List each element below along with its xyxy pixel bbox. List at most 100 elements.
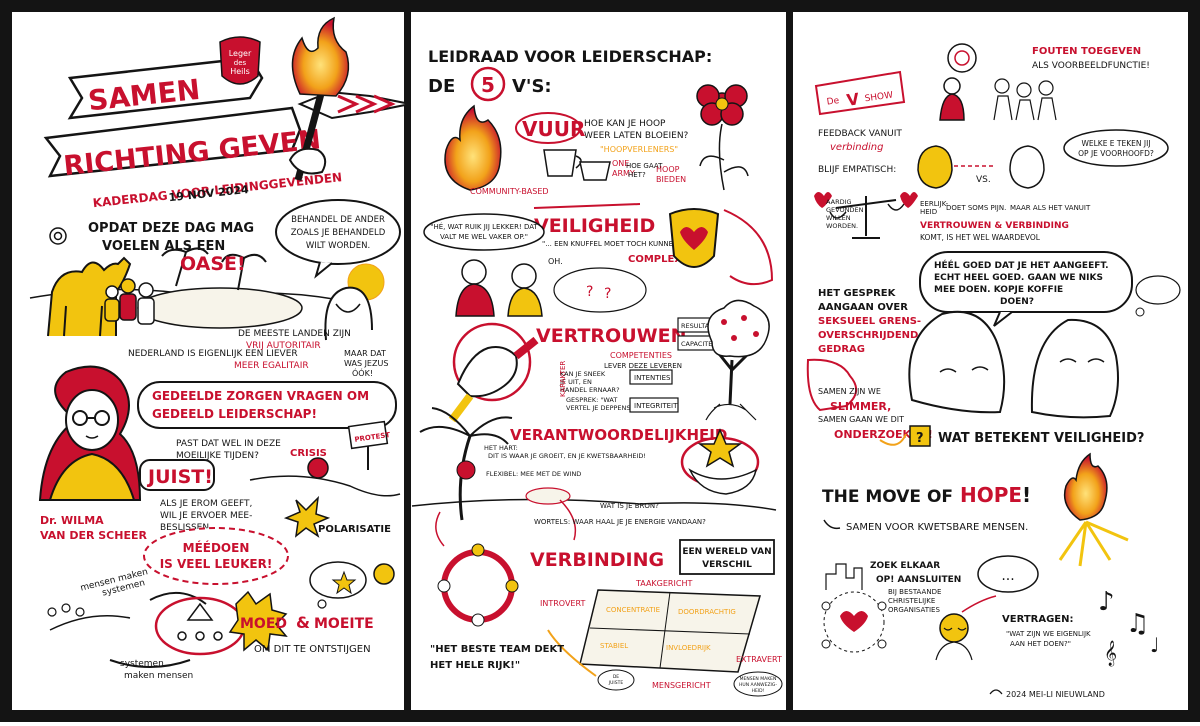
leidraad-title: LEIDRAAD VOOR LEIDERSCHAP: [428,47,712,66]
hope-excl: ! [1022,483,1031,507]
question-mark-icon: ? [604,286,611,302]
oasis-scene: OASE! [29,247,341,337]
beste-line-2: HET HELE RIJK!" [430,660,520,671]
vs-label: VS. [976,175,991,185]
resultaten-label: RESULTATEN [681,322,722,330]
quadrant-1: CONCENTRATIE [606,606,660,614]
opdat-line-1: OPDAT DEZE DAG MAG [88,221,254,236]
competenties-label: COMPETENTIES [610,351,672,360]
gesprek-line-1: GESPREK: "WAT [566,396,617,404]
sun-spiral-icon [49,227,67,245]
systemen-maken-1: systemen [120,659,164,669]
de-label: DE [428,76,455,97]
two-people-icon [455,259,543,317]
fire-icon [444,104,502,191]
samen-line-4: ONDERZOEKEN! [834,428,933,441]
feedback-line: FEEDBACK VANUIT [818,129,902,139]
small-bubble: DE JUISTE [597,669,635,691]
gesprek-line-1: HET GESPREK [818,288,897,299]
samen-line-3: SAMEN GAAN WE DIT [818,415,904,424]
tree-icon [705,299,770,421]
hoe-gaat-1: HOE GAAT [626,162,663,170]
behandel-line-3: WILT WORDEN. [306,241,370,251]
maar-line-2: WAS JEZUS [344,359,388,368]
heel-goed-3: MEE DOEN. KOPJE KOFFIE [934,285,1063,295]
samen-voor-label: SAMEN VOOR KWETSBARE MENSEN. [846,522,1028,533]
behandel-line-2: ZOALS JE BEHANDELD [291,228,386,238]
dots-label: ... [1001,568,1014,584]
handshake-icon [448,336,539,423]
heel-goed-4: DOEN? [1000,297,1034,307]
oase-label: OASE! [180,253,246,275]
show-de: De [826,96,840,108]
capaciteiten-label: CAPACITEITEN [681,340,727,348]
behandel-line-1: BEHANDEL DE ANDER [291,215,385,225]
heel-goed-2: ECHT HEEL GOED. GAAN WE NIKS [934,273,1103,283]
svg-text:♪: ♪ [1098,587,1115,617]
quadrant-2: DOORDRACHTIG [678,608,736,616]
systemen-maken-2: maken mensen [124,671,193,681]
flower-icon [696,84,749,191]
knuffel-label: "... EEN KNUFFEL MOET TOCH KUNNEN?" [542,240,685,248]
people-group-icon [104,278,155,325]
move-of-label: THE MOVE OF [822,487,953,507]
meeste-line-2: VRIJ AUTORITAIR [246,341,321,351]
hope-fire-icon [1058,452,1129,567]
opdat-line-2: VOELEN ALS EEN [102,239,225,254]
fouten-line-2: ALS VOORBEELDFUNCTIE! [1032,61,1150,71]
mensen-note-3: HEID! [752,688,765,694]
torch-icon [288,16,350,181]
zoek-line-2: OP! AANSLUITEN [876,575,961,585]
polarisatie-scene: POLARISATIE [249,475,401,538]
ground-roots [411,487,777,547]
vertrouwen-label: VERTROUWEN [536,325,686,347]
heel-goed-1: HÉÉL GOED DAT JE HET AANGEEFT. [934,259,1109,271]
quadrant-3: STABIEL [600,642,628,650]
maar-line-1: MAAR DAT [344,349,386,358]
vertrouwen-verbinding: VERTROUWEN & VERBINDING [920,221,1069,231]
one-army-1: ONE [612,159,629,168]
meedoen-line-2: IS VEEL LEUKER! [160,557,273,571]
wortels-label: WORTELS: WAAR HAAL JE JE ENERGIE VANDAAN… [534,518,706,526]
hoe-gaat-2: HET? [628,171,646,179]
als-line-2: WIL JE ERVOER MEE- [160,511,252,521]
left-panel: SAMEN RICHTING GEVEN KADERDAG VOOR LEIDI… [29,16,411,681]
samen-slimmer-block: SAMEN ZIJN WE SLIMMER, SAMEN GAAN WE DIT… [806,358,933,441]
vuur-label: VUUR [522,117,585,141]
speaker-name-2: VAN DER SCHEER [40,529,147,542]
gesprek-line-2: VERTEL JE DEPPENS?" [566,404,637,412]
sleeping-person-icon [935,595,997,661]
als-line-1: ALS JE EROM GEEFT, [160,499,252,509]
seksueel-line-2: OVERSCHRIJDEND [818,330,918,341]
vs-label: V'S: [512,76,552,97]
veiligheid-section: VEILIGHEID "HÉ, WAT RUIK JIJ LEKKER! DAT… [423,203,774,317]
erkend-line-4: WORDEN. [826,222,858,230]
amp-label: & [296,613,310,632]
hand-star-icon [680,428,760,495]
mensen-note-1: MENSEN MAKEN [740,676,777,682]
moeite-label: MOEITE [314,616,374,632]
mensgericht-label: MENSGERICHT [652,681,711,690]
hoop-bieden-1: HOOP [656,165,680,174]
jesus-figure-icon [324,263,385,341]
speaker-name-1: Dr. WILMA [40,514,104,527]
zoek-line-3: BIJ BESTAANDE [888,588,941,596]
svg-text:𝄞: 𝄞 [1104,640,1117,666]
lever-label: LEVER DEZE LEVEREN [604,362,682,370]
welke-bubble: WELKE E TEKEN JIJ OP JE VOORHOOFD? [1063,129,1169,167]
callout-question-icon: ? [916,431,924,446]
hoop-bieden-2: BIEDEN [656,175,686,184]
meeste-line-1: DE MEESTE LANDEN ZIJN [238,329,351,339]
moed-moeite: MOED & MOEITE OM DIT TE ONTSTIJGEN [228,590,374,655]
heel-goed-bubble: HÉÉL GOED DAT JE HET AANGEEFT. ECHT HEEL… [919,251,1133,327]
eerlijk-line-2: HEID [920,208,937,216]
vuur-q-1: HOE KAN JE HOOP [584,119,666,129]
two-women-portrait [908,310,1119,419]
erkend-line-2: GEVONDEN [826,206,864,214]
one-army-2: ARMY [612,169,635,178]
maar-als: MAAR ALS HET VANUIT [1010,204,1091,212]
samen-line-2: SLIMMER, [830,400,891,413]
svg-text:♩: ♩ [1150,633,1159,657]
